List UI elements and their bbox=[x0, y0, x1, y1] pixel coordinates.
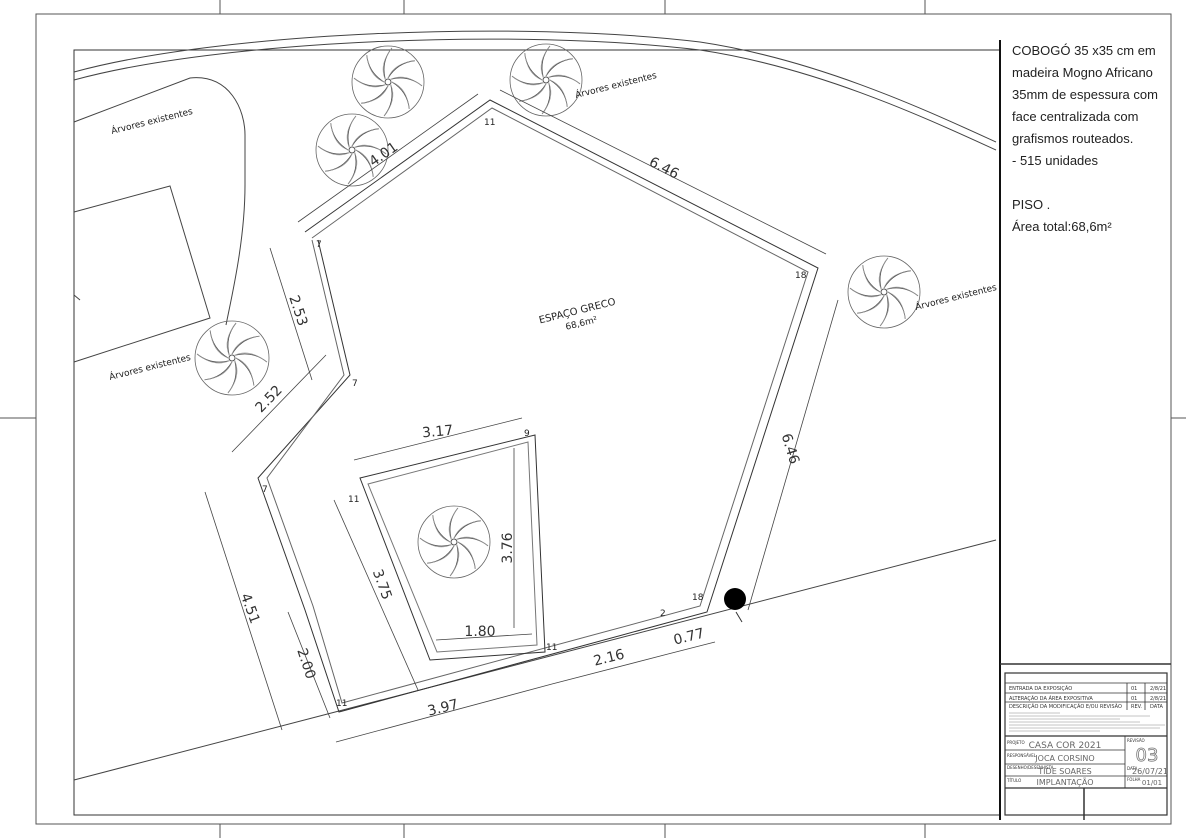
dim-inner-bottom: 1.80 bbox=[464, 624, 495, 640]
section-marker bbox=[724, 588, 746, 610]
dim-top-right: 6.46 bbox=[646, 154, 681, 182]
cobogo-line-6: - 515 unidades bbox=[1012, 153, 1099, 168]
data-value: 26/07/21 bbox=[1132, 767, 1168, 776]
desenhista-label: DESENHO/DESENHISTA bbox=[1007, 765, 1054, 770]
count-top: 11 bbox=[484, 118, 495, 128]
dim-bottom-left-small: 2.00 bbox=[293, 646, 318, 681]
count-bottom-left: 11 bbox=[336, 699, 347, 709]
dim-inner-left: 3.75 bbox=[369, 567, 395, 602]
tree-label-3: Árvores existentes bbox=[574, 69, 658, 101]
projeto-label: PROJETO bbox=[1007, 740, 1025, 745]
rev-row-2-rev: 01 bbox=[1131, 696, 1137, 702]
count-right-top: 18 bbox=[795, 271, 807, 281]
cobogo-line-4: face centralizada com bbox=[1012, 109, 1139, 124]
revisao-label: REVISÃO bbox=[1127, 738, 1145, 743]
projeto-value: CASA COR 2021 bbox=[1029, 741, 1102, 751]
cobogo-line-3: 35mm de espessura com bbox=[1012, 87, 1158, 102]
title-block bbox=[1000, 663, 1171, 820]
dim-bottom-right: 0.77 bbox=[672, 626, 706, 649]
piso-title: PISO . bbox=[1012, 197, 1051, 212]
desenhista-value: TIDE SOARES bbox=[1037, 767, 1091, 776]
cobogo-line-1: COBOGÓ 35 x35 cm em bbox=[1012, 43, 1156, 58]
rev-header-date: DATA bbox=[1150, 704, 1163, 710]
project-notes: COBOGÓ 35 x35 cm em madeira Mogno Africa… bbox=[1012, 40, 1172, 238]
dim-left-upper: 2.53 bbox=[285, 293, 310, 328]
cobogo-spec: COBOGÓ 35 x35 cm em madeira Mogno Africa… bbox=[1012, 40, 1172, 172]
titulo-value: IMPLANTAÇÃO bbox=[1037, 777, 1094, 787]
tree-symbol-icon bbox=[509, 43, 583, 117]
tree-label-4: Árvores existentes bbox=[914, 281, 998, 313]
rev-row-2-date: 2/8/21 bbox=[1150, 696, 1166, 702]
count-bottom-18: 18 bbox=[692, 593, 704, 603]
title-block-text: ENTRADA DA EXPOSIÇÃO 01 2/8/21 ALTERAÇÃO… bbox=[1006, 685, 1168, 787]
dim-left-mid: 2.52 bbox=[253, 382, 286, 416]
module-counts: 11 18 7 7 7 9 11 11 11 2 18 bbox=[262, 118, 807, 709]
rev-header-desc: DESCRIÇÃO DA MODIFICAÇÃO E/OU REVISÃO bbox=[1009, 703, 1122, 710]
site-context bbox=[73, 30, 997, 781]
revisao-value: 03 bbox=[1136, 745, 1159, 766]
folha-value: 01/01 bbox=[1142, 779, 1162, 787]
tree-symbol-icon bbox=[194, 320, 270, 396]
count-inner-br: 11 bbox=[546, 643, 557, 653]
trees bbox=[194, 43, 921, 579]
count-left-mid: 7 bbox=[352, 379, 358, 389]
count-left-top: 7 bbox=[316, 240, 322, 250]
responsavel-label: RESPONSÁVEL bbox=[1007, 753, 1037, 758]
count-left-low: 7 bbox=[262, 485, 268, 495]
titulo-label: TÍTULO bbox=[1006, 778, 1021, 783]
tree-symbol-icon bbox=[847, 255, 921, 329]
section-marker-arrow bbox=[735, 611, 743, 623]
tree-symbol-icon bbox=[315, 113, 389, 187]
data-label: DATA bbox=[1127, 766, 1138, 771]
rev-row-2-desc: ALTERAÇÃO DA ÁREA EXPOSITIVA bbox=[1009, 695, 1093, 702]
fine-print bbox=[1009, 712, 1165, 732]
tree-labels: Árvores existentes Árvores existentes Ár… bbox=[108, 69, 998, 383]
folha-label: FOLHA bbox=[1127, 777, 1141, 782]
space-label: ESPAÇO GRECO 68,6m² bbox=[538, 297, 617, 333]
dim-bottom-mid: 2.16 bbox=[592, 647, 626, 670]
tree-symbol-icon bbox=[417, 505, 491, 579]
area-total: Área total:68,6m² bbox=[1012, 219, 1112, 234]
rev-row-1-date: 2/8/21 bbox=[1150, 686, 1166, 692]
dim-top-left: 4.01 bbox=[366, 139, 401, 170]
dimension-labels: 4.01 6.46 2.53 2.52 6.46 3.17 3.76 3.75 … bbox=[237, 139, 802, 719]
dimension-lines bbox=[204, 89, 839, 743]
cobogo-walls bbox=[257, 99, 819, 713]
rev-row-1-rev: 01 bbox=[1131, 686, 1137, 692]
responsavel-value: JOCA CORSINO bbox=[1034, 754, 1094, 763]
dim-inner-top: 3.17 bbox=[421, 423, 453, 442]
dim-bottom-long: 3.97 bbox=[426, 697, 460, 720]
tree-symbol-icon bbox=[351, 45, 425, 119]
count-bottom-2: 2 bbox=[660, 609, 666, 619]
tree-label-2: Árvores existentes bbox=[108, 351, 192, 383]
count-inner-tl: 11 bbox=[348, 495, 359, 505]
dim-inner-right: 3.76 bbox=[500, 532, 516, 563]
rev-row-1-desc: ENTRADA DA EXPOSIÇÃO bbox=[1009, 685, 1072, 692]
rev-header-rev: REV. bbox=[1131, 704, 1142, 710]
count-inner-tr: 9 bbox=[524, 429, 530, 439]
cobogo-line-5: grafismos routeados. bbox=[1012, 131, 1134, 146]
tree-label-1: Árvores existentes bbox=[110, 105, 194, 137]
dim-left-lower: 4.51 bbox=[237, 591, 263, 626]
cobogo-line-2: madeira Mogno Africano bbox=[1012, 65, 1153, 80]
